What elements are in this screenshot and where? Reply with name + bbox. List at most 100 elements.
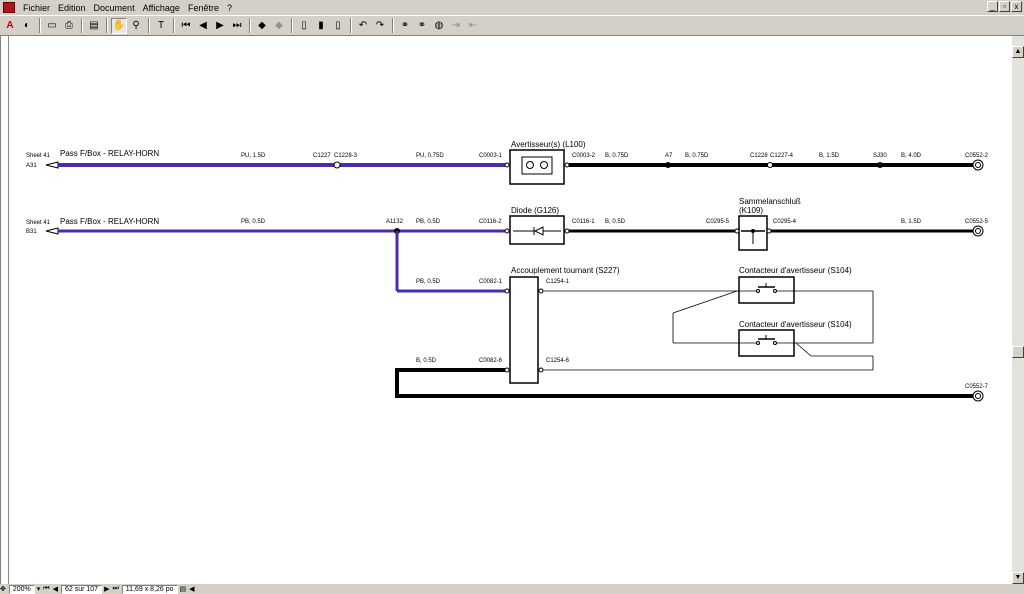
rotate-left-icon[interactable]: ↶	[358, 20, 368, 31]
row4-ground-c0552-7: C0552-7	[965, 384, 989, 390]
svg-text:B, 1.5D: B, 1.5D	[819, 153, 840, 159]
svg-text:C1254-6: C1254-6	[546, 358, 570, 364]
document-view[interactable]: Sheet 41 A31 Pass F/Box - RELAY-HORN PU,…	[0, 36, 1012, 584]
circle-icon[interactable]: ◐	[23, 20, 31, 31]
row2-junction-a1132: A1132	[386, 219, 404, 225]
forward-icon[interactable]: ◆	[275, 20, 283, 31]
acrobat-icon[interactable]: A	[6, 20, 14, 31]
svg-text:B, 0.75D: B, 0.75D	[685, 153, 709, 159]
export-icon[interactable]: ⇥	[451, 20, 461, 31]
svg-text:B, 0.5D: B, 0.5D	[416, 358, 437, 364]
continuous-icon[interactable]: ▮	[318, 20, 324, 31]
clockspring-box	[509, 276, 539, 384]
scroll-thumb[interactable]	[1012, 346, 1024, 358]
menu-document[interactable]: Document	[93, 2, 135, 13]
svg-text:B, 0.5D: B, 0.5D	[605, 219, 626, 225]
wiring-diagram: Sheet 41 A31 Pass F/Box - RELAY-HORN PU,…	[26, 140, 989, 402]
ground-icon	[972, 159, 984, 171]
status-bar: ✥ 200% ▾ ⏮ ◀ 62 sur 107 ▶ ⏭ 11,69 x 8,26…	[0, 584, 1024, 594]
page-layout-icon[interactable]: ▤	[179, 586, 187, 593]
next-page-icon[interactable]: ▶	[104, 586, 110, 593]
diode-icon	[533, 226, 544, 236]
splice-label: Sammelanschluß	[739, 197, 801, 206]
page-indicator[interactable]: 62 sur 107	[61, 584, 103, 594]
horn-switch-2-label: Contacteur d'avertisseur (S104)	[739, 320, 852, 329]
page-size: 11,69 x 8,26 po	[121, 584, 178, 594]
svg-text:(K109): (K109)	[739, 206, 763, 215]
menu-edition[interactable]: Edition	[58, 2, 86, 13]
zoom-field[interactable]: 200%	[8, 584, 35, 594]
svg-text:PB, 0.5D: PB, 0.5D	[241, 219, 266, 225]
ground-icon	[972, 390, 984, 402]
row1-ground-c0552-2: C0552-2	[965, 153, 989, 159]
web-icon[interactable]: ◍	[434, 20, 444, 31]
single-page-icon[interactable]: ▯	[301, 20, 307, 31]
row2-ref: B31	[26, 229, 37, 235]
row1-connector-c1228: C1228-3	[334, 153, 358, 159]
find-again-icon[interactable]: ⚭	[417, 20, 427, 31]
print-icon[interactable]: ⎙	[65, 20, 73, 31]
h-scroll-left-icon[interactable]: ◀	[189, 586, 195, 593]
svg-text:C1228: C1228	[750, 153, 768, 159]
row1-arrow-icon	[45, 161, 59, 169]
row1-junction-a7: A7	[665, 153, 673, 159]
text-select-icon[interactable]: T	[157, 20, 165, 31]
first-page-icon[interactable]: ⏮	[181, 20, 191, 31]
scroll-up-button[interactable]: ▲	[1012, 46, 1024, 58]
svg-text:PB, 0.5D: PB, 0.5D	[416, 279, 441, 285]
svg-text:B, 1.5D: B, 1.5D	[901, 219, 922, 225]
close-button[interactable]: x	[1011, 1, 1022, 12]
menu-help[interactable]: ?	[226, 2, 232, 13]
zoom-icon[interactable]: ⚲	[132, 20, 140, 31]
splice-box	[738, 215, 768, 251]
next-page-icon[interactable]: ▶	[216, 20, 224, 31]
svg-text:C0116-2: C0116-2	[479, 219, 502, 225]
restore-button[interactable]: ▫	[999, 1, 1010, 12]
menu-affichage[interactable]: Affichage	[142, 2, 180, 13]
rotate-right-icon[interactable]: ↷	[375, 20, 385, 31]
find-icon[interactable]: ⚭	[400, 20, 410, 31]
scroll-down-button[interactable]: ▼	[1012, 572, 1024, 584]
svg-text:C0116-1: C0116-1	[572, 219, 595, 225]
app-icon[interactable]	[3, 2, 15, 13]
row1-connector-c0003-1: C0003-1	[479, 153, 503, 159]
row1-title: Pass F/Box - RELAY-HORN	[60, 149, 159, 158]
last-page-icon[interactable]: ⏭	[232, 20, 242, 31]
last-page-icon[interactable]: ⏭	[112, 585, 119, 592]
first-page-icon[interactable]: ⏮	[43, 585, 50, 592]
ground-icon	[972, 225, 984, 237]
svg-text:C1254-1: C1254-1	[546, 279, 570, 285]
hand-icon[interactable]: ✋	[111, 17, 127, 34]
vertical-scrollbar[interactable]: ▲ ▼	[1012, 36, 1024, 584]
move-icon[interactable]: ✥	[0, 586, 6, 593]
prev-page-icon[interactable]: ◀	[52, 586, 58, 593]
diode-box	[509, 215, 565, 245]
menu-fenetre[interactable]: Fenêtre	[187, 2, 219, 13]
svg-text:PB, 0.5D: PB, 0.5D	[416, 219, 441, 225]
svg-text:C0082-1: C0082-1	[479, 279, 503, 285]
back-icon[interactable]: ◆	[258, 20, 266, 31]
svg-text:C0295-5: C0295-5	[706, 219, 730, 225]
row2-arrow-icon	[45, 227, 59, 235]
row2-title: Pass F/Box - RELAY-HORN	[60, 217, 159, 226]
clockspring-label: Accouplement tournant (S227)	[511, 266, 620, 275]
row1-sheet: Sheet 41	[26, 153, 51, 159]
svg-text:C0082-6: C0082-6	[479, 358, 503, 364]
svg-text:B, 0.75D: B, 0.75D	[605, 153, 629, 159]
row1-ref: A31	[26, 163, 37, 169]
horn-box	[509, 149, 565, 185]
svg-text:B, 4.0D: B, 4.0D	[901, 153, 922, 159]
prev-page-icon[interactable]: ◀	[199, 20, 207, 31]
zoom-dropdown-icon[interactable]: ▾	[36, 586, 41, 593]
facing-icon[interactable]: ▯	[335, 20, 341, 31]
menu-fichier[interactable]: Fichier	[23, 2, 51, 13]
menu-bar: Fichier Edition Document Affichage Fenêt…	[0, 0, 1024, 15]
row1-connector-c1227: C1227	[313, 153, 331, 159]
open-icon[interactable]: ▭	[47, 20, 57, 31]
diode-label: Diode (G126)	[511, 206, 559, 215]
svg-text:C1227-4: C1227-4	[770, 153, 794, 159]
row2-sheet: Sheet 41	[26, 220, 51, 226]
import-icon[interactable]: ⇤	[468, 20, 478, 31]
minimize-button[interactable]: _	[987, 1, 998, 12]
page-icon[interactable]: ▤	[89, 20, 99, 31]
